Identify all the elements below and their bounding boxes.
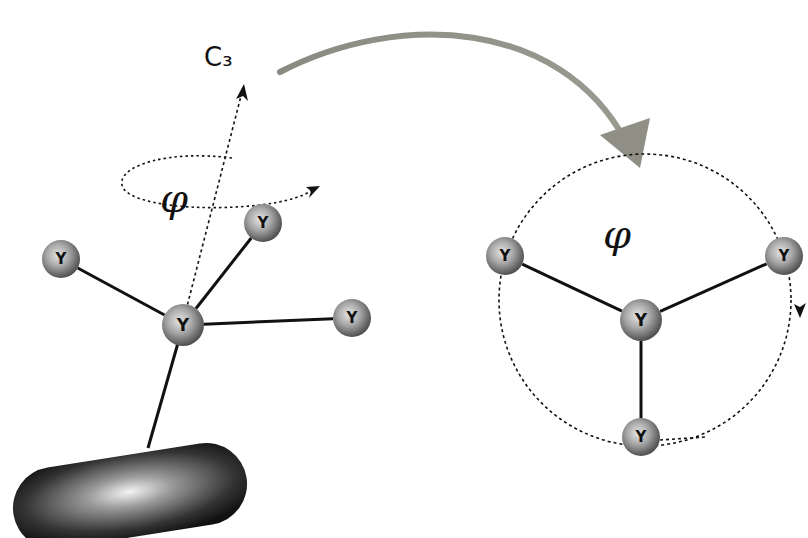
bond-line bbox=[196, 238, 251, 309]
atom-label: Y bbox=[500, 249, 511, 264]
surface-pill bbox=[7, 437, 253, 538]
bond-line bbox=[522, 264, 622, 311]
atom-sphere: Y bbox=[42, 240, 80, 278]
atom-label: Y bbox=[347, 311, 358, 326]
atom-sphere: Y bbox=[162, 304, 204, 346]
atom-label: Y bbox=[258, 216, 269, 231]
atom-sphere: Y bbox=[765, 237, 803, 275]
atom-label: Y bbox=[56, 252, 67, 267]
atom-sphere: Y bbox=[620, 299, 662, 341]
bond-line bbox=[78, 268, 165, 315]
atom-label: Y bbox=[779, 249, 790, 264]
rotation-arc bbox=[122, 156, 312, 208]
axis-arrowhead bbox=[236, 84, 248, 101]
circle-tail bbox=[660, 437, 705, 440]
atom-sphere: Y bbox=[244, 204, 282, 242]
rotation-arrowhead bbox=[306, 186, 320, 198]
circle-arrowhead bbox=[794, 303, 806, 318]
angle-label: φ bbox=[603, 214, 631, 254]
atom-label: Y bbox=[177, 317, 189, 334]
atom-label: Y bbox=[635, 312, 647, 329]
transition-arrow bbox=[280, 35, 625, 140]
surface-bond bbox=[148, 343, 178, 448]
rotation-circle bbox=[499, 154, 791, 446]
bond-line bbox=[640, 341, 643, 418]
bond-line bbox=[660, 264, 766, 312]
transition-arrowhead bbox=[600, 118, 650, 168]
atom-sphere: Y bbox=[622, 418, 660, 456]
bond-line bbox=[204, 319, 333, 324]
atom-label: Y bbox=[636, 430, 647, 445]
atom-sphere: Y bbox=[486, 237, 524, 275]
angle-label: φ bbox=[160, 178, 188, 218]
atom-sphere: Y bbox=[333, 299, 371, 337]
axis-label: C₃ bbox=[204, 44, 233, 70]
